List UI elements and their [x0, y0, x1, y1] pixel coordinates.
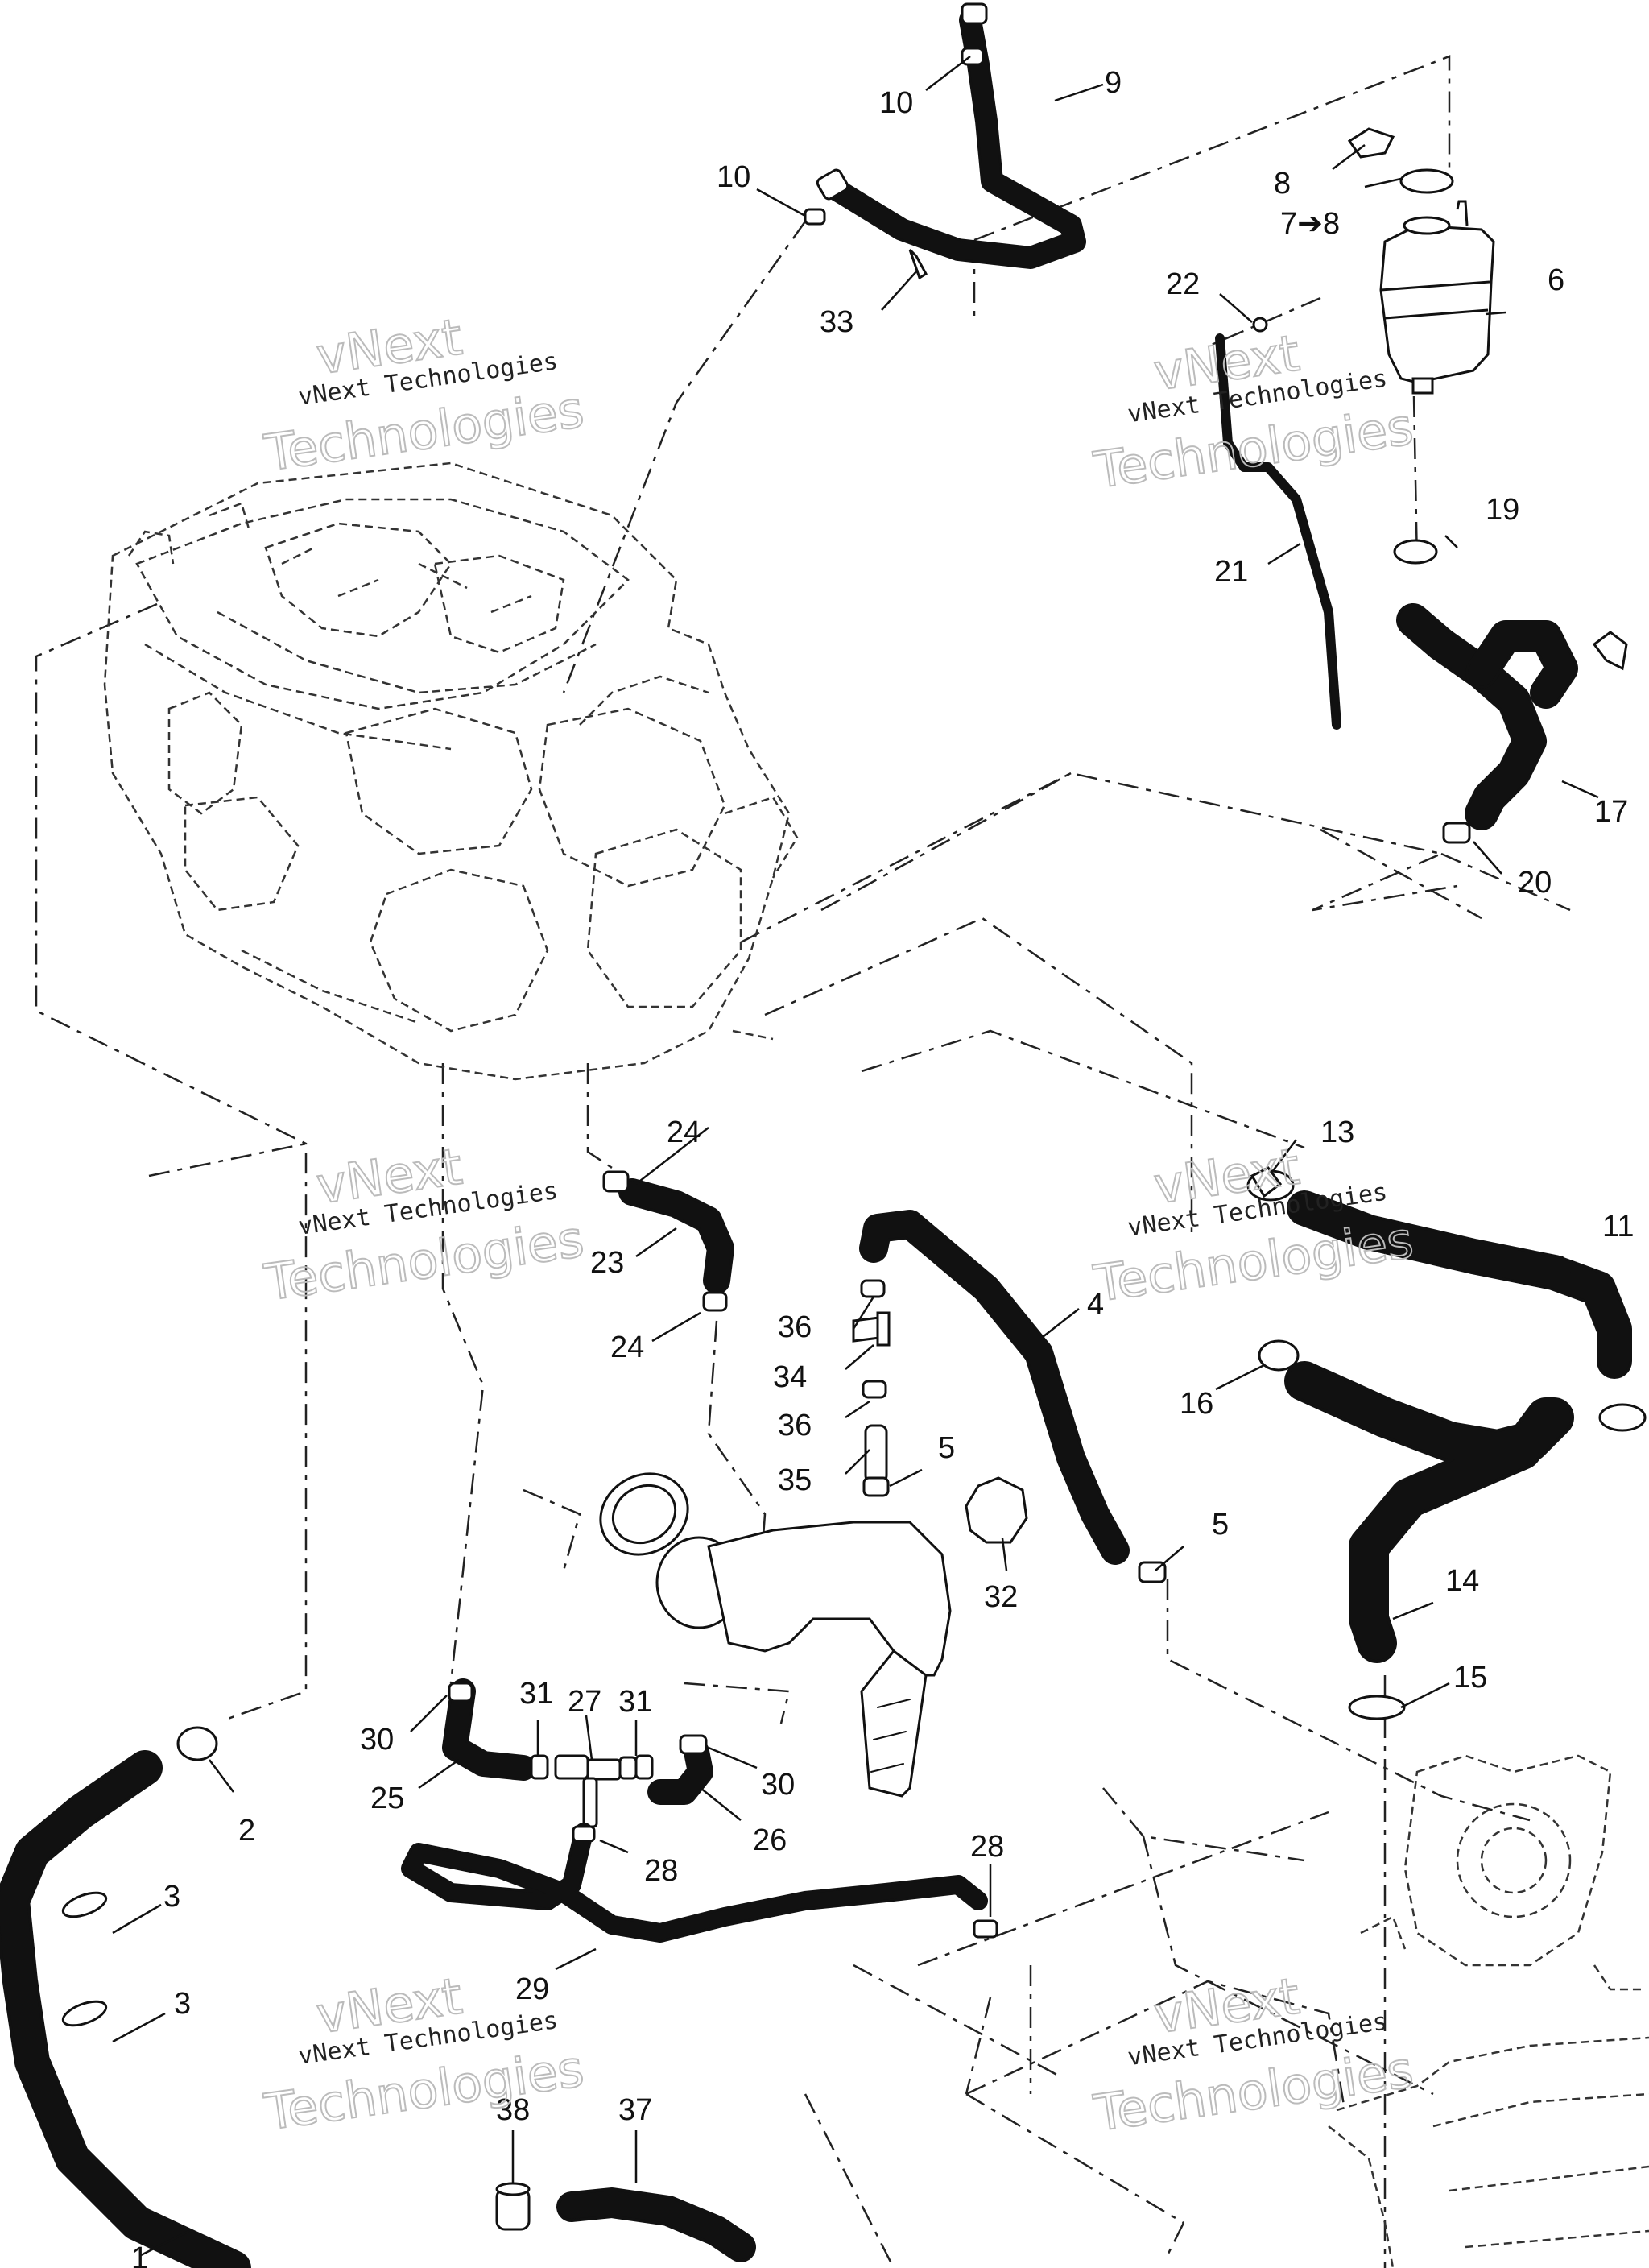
tank-cap-8 — [1347, 127, 1454, 194]
callout-22: 22 — [1166, 267, 1200, 301]
watermark-1: vNext vNext Technologies Technologies — [260, 307, 589, 484]
callout-27: 27 — [568, 1685, 601, 1719]
callout-15: 15 — [1453, 1661, 1487, 1695]
callout-36-bottom: 36 — [778, 1409, 812, 1442]
callout-24-bottom: 24 — [610, 1331, 644, 1364]
hose-14 — [1258, 1339, 1574, 1720]
callout-23: 23 — [590, 1246, 624, 1280]
ride-plate — [1328, 1964, 1649, 2268]
callout-25: 25 — [370, 1782, 404, 1815]
callout-7-8: 7➔8 — [1280, 207, 1340, 241]
engine-block — [103, 461, 799, 1081]
watermark-4: vNext vNext Technologies Technologies — [1089, 1136, 1418, 1314]
callout-10-top: 10 — [879, 86, 913, 120]
callout-16: 16 — [1180, 1387, 1213, 1421]
callout-31-right: 31 — [618, 1685, 652, 1719]
part-38-sleeve — [495, 2182, 531, 2231]
callout-28-left: 28 — [644, 1854, 678, 1888]
callout-31-left: 31 — [519, 1677, 553, 1711]
callout-19: 19 — [1486, 493, 1519, 527]
callout-13: 13 — [1320, 1115, 1354, 1149]
overflow-hose-9 — [816, 2, 1086, 269]
hose-1 — [0, 1726, 251, 2268]
pump-housing — [1360, 1754, 1612, 1967]
callout-6: 6 — [1548, 263, 1564, 297]
callout-33: 33 — [820, 305, 853, 339]
callout-14: 14 — [1445, 1564, 1479, 1598]
callout-32: 32 — [984, 1580, 1018, 1614]
callout-5-right: 5 — [1212, 1508, 1229, 1542]
callout-21: 21 — [1214, 555, 1248, 589]
callout-36-top: 36 — [778, 1310, 812, 1344]
clamp-3 — [61, 1891, 108, 2027]
clamp-10 — [804, 47, 985, 226]
callout-24-top: 24 — [667, 1115, 701, 1149]
hose-4 — [859, 1210, 1167, 1583]
coolant-reservoir — [1379, 200, 1495, 395]
callout-20: 20 — [1518, 866, 1552, 900]
callout-5-left: 5 — [938, 1431, 955, 1465]
callout-30-left: 30 — [360, 1723, 394, 1757]
callout-26: 26 — [753, 1823, 787, 1857]
fitting-33 — [908, 248, 928, 280]
callout-17: 17 — [1594, 795, 1628, 829]
watermark-3: vNext vNext Technologies Technologies — [260, 1136, 589, 1314]
callout-labels: 10 9 10 33 8 7➔8 6 22 21 19 17 20 24 23 … — [131, 66, 1634, 2268]
callout-3-top: 3 — [163, 1880, 180, 1914]
seal-32 — [965, 1476, 1028, 1544]
callout-38: 38 — [496, 2093, 530, 2127]
callout-35: 35 — [778, 1463, 812, 1497]
hose-11 — [1246, 1166, 1647, 1432]
callout-29: 29 — [515, 1972, 549, 2006]
part-37-hose-section — [556, 2187, 756, 2262]
exhaust-manifold — [599, 1472, 952, 1798]
callout-4: 4 — [1087, 1288, 1104, 1322]
vent-tube-21 — [1215, 317, 1341, 730]
callout-2: 2 — [238, 1814, 255, 1848]
callout-8-top: 8 — [1274, 167, 1291, 201]
callout-37: 37 — [618, 2093, 652, 2127]
watermark-6: vNext vNext Technologies Technologies — [1089, 1966, 1418, 2144]
callout-34: 34 — [773, 1360, 807, 1394]
tee-fitting-assembly — [852, 1279, 891, 1497]
callout-28-right: 28 — [970, 1830, 1004, 1864]
callout-30-right: 30 — [761, 1768, 795, 1802]
watermark-2: vNext vNext Technologies Technologies — [1089, 323, 1418, 501]
callout-9: 9 — [1105, 66, 1122, 100]
callout-10-mid: 10 — [717, 160, 750, 194]
hose-23 — [602, 1170, 734, 1312]
callout-11: 11 — [1602, 1210, 1634, 1244]
leader-lines — [112, 56, 1599, 2257]
coolant-hose-17 — [1393, 539, 1628, 844]
callout-3-bottom: 3 — [174, 1987, 191, 2021]
callout-1: 1 — [131, 2241, 148, 2268]
hose-29 — [401, 1823, 998, 1943]
